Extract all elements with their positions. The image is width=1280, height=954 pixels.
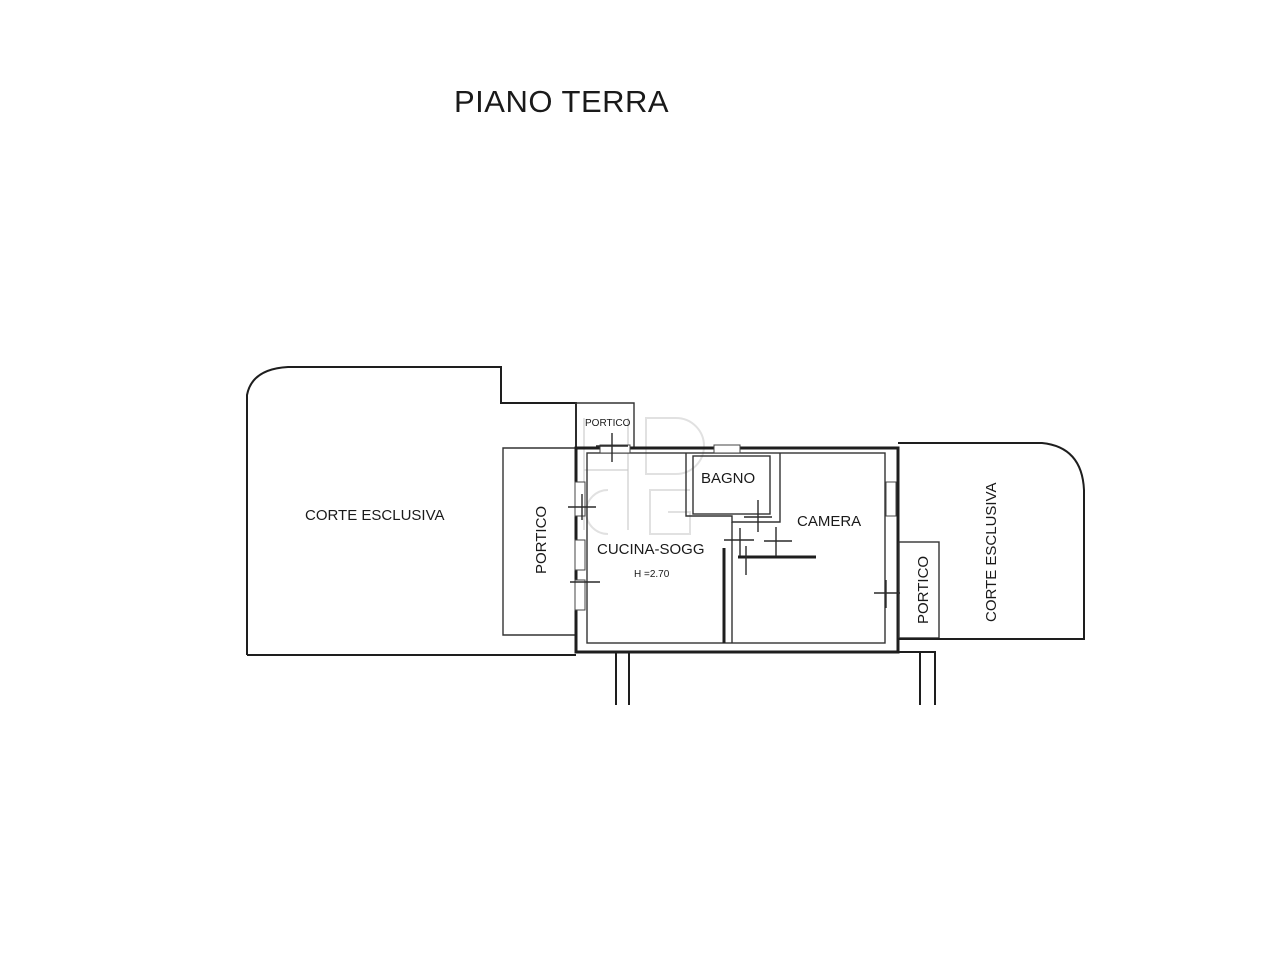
- bagno-inner: [692, 455, 771, 515]
- label-portico-right: PORTICO: [915, 556, 932, 624]
- label-portico-top: PORTICO: [585, 418, 631, 429]
- window-left-2: [574, 539, 586, 571]
- door-ticks: [568, 433, 900, 608]
- window-left-1: [574, 481, 586, 517]
- corte-left-outline: [246, 366, 577, 655]
- portico-top-outline: [575, 402, 635, 448]
- label-camera: CAMERA: [797, 513, 861, 530]
- window-left-3: [574, 579, 586, 611]
- plan-title: PIANO TERRA: [454, 84, 670, 119]
- label-corte-right: CORTE ESCLUSIVA: [983, 483, 1000, 622]
- label-height-note: H =2.70: [634, 569, 670, 580]
- window-top-1: [599, 444, 631, 454]
- label-cucina: CUCINA-SOGG: [597, 541, 705, 558]
- window-right-1: [885, 481, 897, 517]
- corte-right-outline: [898, 442, 1085, 640]
- label-portico-left: PORTICO: [533, 506, 550, 574]
- label-corte-left: CORTE ESCLUSIVA: [305, 507, 444, 524]
- window-top-2: [713, 444, 741, 454]
- label-bagno: BAGNO: [701, 470, 755, 487]
- access-strip: [615, 651, 936, 705]
- portico-left-outline: [502, 447, 576, 636]
- bagno-walls: [685, 453, 781, 523]
